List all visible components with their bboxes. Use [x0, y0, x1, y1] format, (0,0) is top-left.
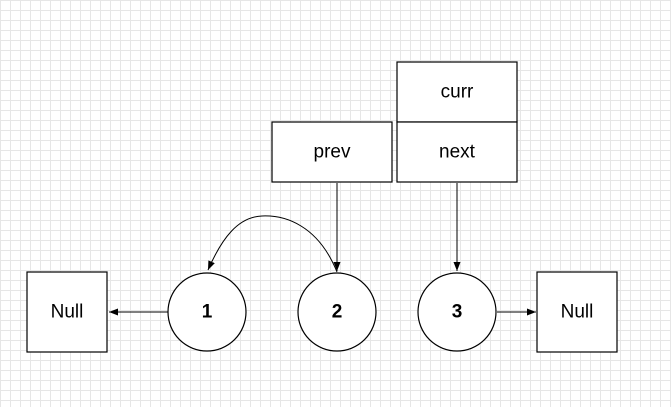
next-pointer-label: next — [439, 142, 476, 163]
node-1-label: 1 — [202, 302, 213, 323]
node-2-label: 2 — [332, 302, 343, 323]
curr-pointer-box: curr — [396, 61, 518, 123]
node-1: 1 — [167, 272, 247, 352]
null-left-box: Null — [26, 271, 108, 353]
edge-node2-to-node1-curved — [207, 215, 338, 273]
node-2: 2 — [297, 272, 377, 352]
next-pointer-box: next — [396, 121, 518, 183]
null-left-label: Null — [51, 302, 84, 323]
null-right-label: Null — [561, 302, 594, 323]
prev-pointer-box: prev — [271, 121, 393, 183]
node-3: 3 — [417, 272, 497, 352]
curr-pointer-label: curr — [441, 82, 474, 103]
node-3-label: 3 — [452, 302, 463, 323]
prev-pointer-label: prev — [314, 142, 351, 163]
null-right-box: Null — [536, 271, 618, 353]
